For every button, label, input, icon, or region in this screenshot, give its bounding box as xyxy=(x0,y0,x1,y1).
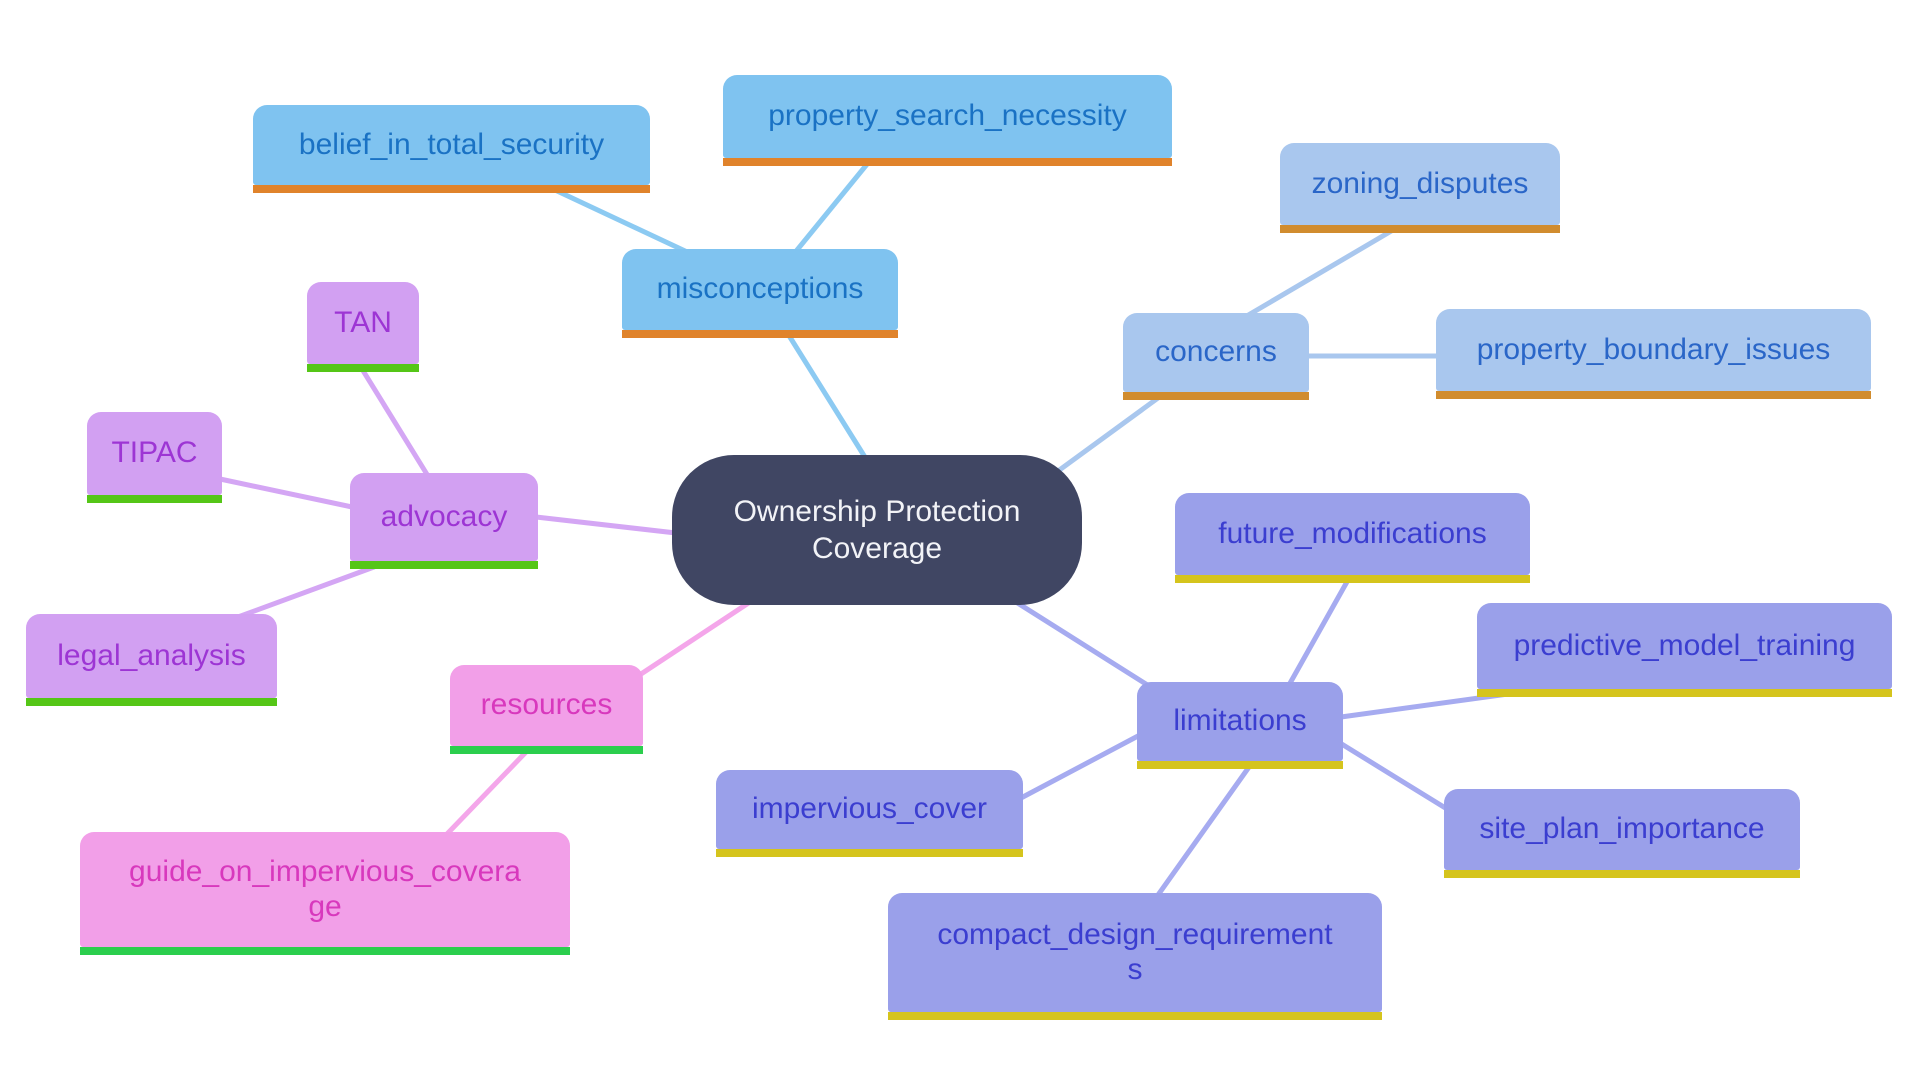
node-label: misconceptions xyxy=(656,272,864,306)
edge-zoning-concerns xyxy=(1242,227,1396,320)
node-advocacy[interactable]: advocacy xyxy=(350,473,538,569)
node-label: compact_design_requirements xyxy=(937,918,1333,986)
node-label: advocacy xyxy=(380,499,508,533)
node-predictive-model-training[interactable]: predictive_model_training xyxy=(1477,603,1892,697)
node-label: TAN xyxy=(334,305,392,339)
node-label: future_modifications xyxy=(1218,516,1487,550)
node-zoning-disputes[interactable]: zoning_disputes xyxy=(1280,143,1560,233)
node-compact-design-requirements[interactable]: compact_design_requirements xyxy=(888,893,1382,1020)
node-property-boundary-issues[interactable]: property_boundary_issues xyxy=(1436,309,1871,399)
node-underline xyxy=(450,746,643,754)
node-underline xyxy=(307,364,419,372)
node-underline xyxy=(26,698,277,706)
node-underline xyxy=(350,561,538,569)
node-label: guide_on_impervious_coverage xyxy=(129,855,521,923)
node-central-ownership-protection-coverage[interactable]: Ownership Protection Coverage xyxy=(672,455,1082,605)
node-site-plan-importance[interactable]: site_plan_importance xyxy=(1444,789,1800,878)
edge-limitations-impervious xyxy=(1018,733,1141,801)
node-tipac[interactable]: TIPAC xyxy=(87,412,222,503)
edge-central-concerns xyxy=(1040,395,1161,485)
node-label: limitations xyxy=(1173,704,1307,738)
node-label: predictive_model_training xyxy=(1513,628,1856,662)
central-node-label: Ownership Protection Coverage xyxy=(733,494,1021,566)
node-underline xyxy=(723,158,1172,166)
node-label: legal_analysis xyxy=(57,638,246,672)
node-underline xyxy=(716,849,1023,857)
node-label: property_search_necessity xyxy=(768,99,1127,133)
node-legal-analysis[interactable]: legal_analysis xyxy=(26,614,277,706)
node-tan[interactable]: TAN xyxy=(307,282,419,372)
edge-central-resources xyxy=(635,599,753,679)
edge-predictive-limitations xyxy=(1338,691,1511,720)
node-label: impervious_cover xyxy=(751,792,988,826)
edge-central-limitations xyxy=(1013,599,1160,694)
edge-limitations-compact xyxy=(1155,764,1252,898)
node-misconceptions[interactable]: misconceptions xyxy=(622,249,898,338)
edge-misconceptions-central xyxy=(785,331,871,465)
node-impervious-cover[interactable]: impervious_cover xyxy=(716,770,1023,857)
edge-tan-advocacy xyxy=(359,366,431,479)
edge-advocacy-legal xyxy=(235,564,377,620)
node-future-modifications[interactable]: future_modifications xyxy=(1175,493,1530,583)
edge-future-limitations xyxy=(1286,577,1351,688)
node-underline xyxy=(888,1012,1382,1020)
node-resources[interactable]: resources xyxy=(450,665,643,754)
node-underline xyxy=(1436,391,1871,399)
node-label: resources xyxy=(480,688,613,722)
node-underline xyxy=(1444,870,1800,878)
edge-belief-misconceptions xyxy=(552,187,703,261)
edge-tipac-advocacy xyxy=(217,476,355,510)
node-underline xyxy=(1280,225,1560,233)
node-label: TIPAC xyxy=(111,436,198,470)
edge-propertysearch-misconceptions xyxy=(790,160,871,258)
node-underline xyxy=(253,185,650,193)
node-underline xyxy=(1123,392,1309,400)
node-label: concerns xyxy=(1155,335,1277,369)
node-label: belief_in_total_security xyxy=(298,127,605,161)
node-belief-in-total-security[interactable]: belief_in_total_security xyxy=(253,105,650,193)
node-label: site_plan_importance xyxy=(1479,812,1765,846)
node-underline xyxy=(80,947,570,955)
edge-limitations-siteplan xyxy=(1337,740,1450,812)
node-label: zoning_disputes xyxy=(1311,166,1529,200)
node-underline xyxy=(87,495,222,503)
node-underline xyxy=(1477,689,1892,697)
node-underline xyxy=(1175,575,1530,583)
node-underline xyxy=(622,330,898,338)
edge-central-advocacy xyxy=(533,514,679,536)
node-property-search-necessity[interactable]: property_search_necessity xyxy=(723,75,1172,166)
node-limitations[interactable]: limitations xyxy=(1137,682,1343,769)
node-concerns[interactable]: concerns xyxy=(1123,313,1309,400)
node-guide-on-impervious-coverage[interactable]: guide_on_impervious_coverage xyxy=(80,832,570,955)
node-label: property_boundary_issues xyxy=(1476,332,1831,366)
node-underline xyxy=(1137,761,1343,769)
edge-resources-guide xyxy=(444,748,530,837)
